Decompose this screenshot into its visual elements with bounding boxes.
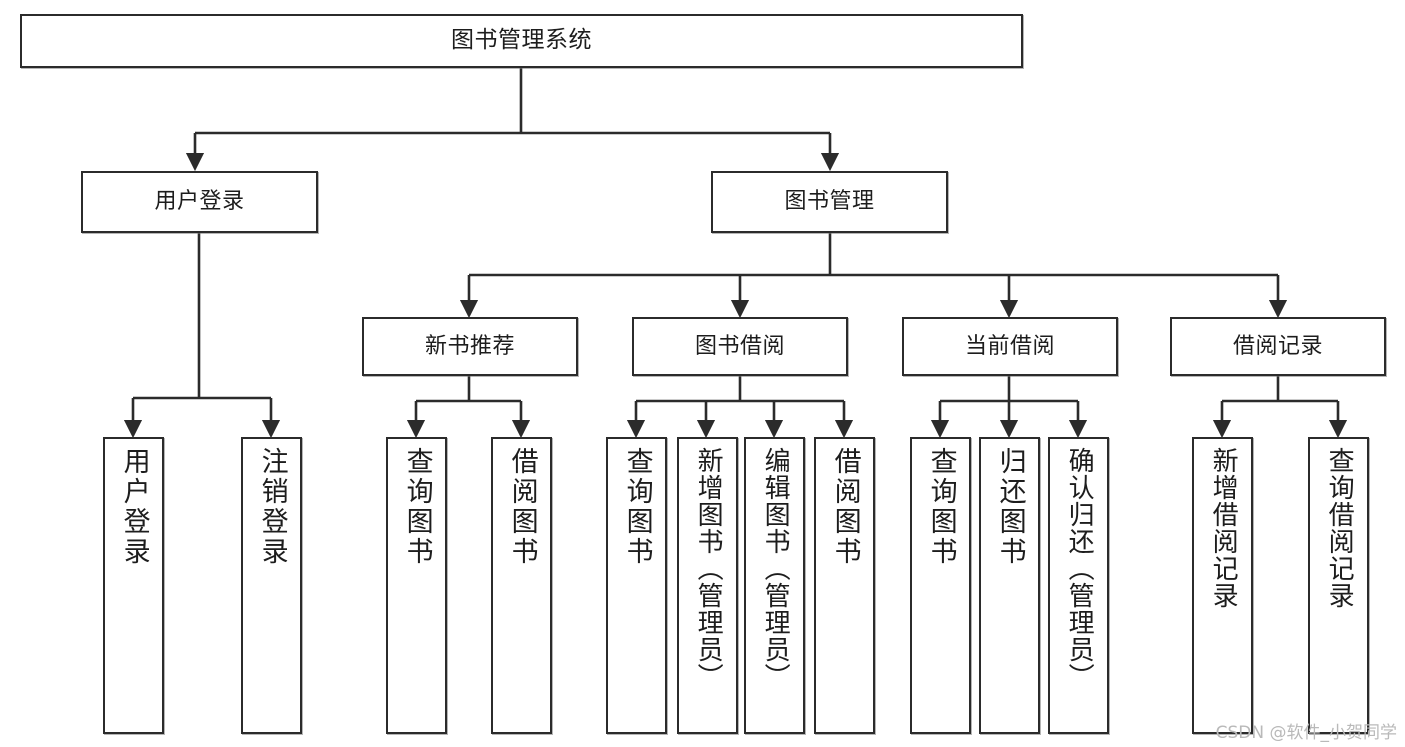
node-leaf-query-borrow-record-label: 查询借阅记录 bbox=[1324, 447, 1355, 609]
node-leaf-newbook-borrow-book-label: 借阅图书 bbox=[506, 447, 538, 567]
node-leaf-borrow-query-book[interactable]: 查询图书 bbox=[606, 437, 667, 734]
node-leaf-confirm-return-admin-label: 确认归还（管理员） bbox=[1064, 447, 1095, 690]
node-new-book-recommend[interactable]: 新书推荐 bbox=[362, 317, 578, 376]
node-leaf-newbook-query-book[interactable]: 查询图书 bbox=[386, 437, 447, 734]
node-leaf-query-borrow-record[interactable]: 查询借阅记录 bbox=[1308, 437, 1369, 734]
node-leaf-borrow-query-book-label: 查询图书 bbox=[621, 447, 653, 567]
node-leaf-newbook-borrow-book[interactable]: 借阅图书 bbox=[491, 437, 552, 734]
node-leaf-user-login[interactable]: 用户登录 bbox=[103, 437, 164, 734]
node-root[interactable]: 图书管理系统 bbox=[20, 14, 1023, 68]
node-leaf-add-borrow-record-label: 新增借阅记录 bbox=[1208, 447, 1239, 609]
node-leaf-user-login-label: 用户登录 bbox=[118, 447, 150, 567]
node-current-borrow-label: 当前借阅 bbox=[964, 333, 1055, 359]
node-leaf-add-book-admin-label: 新增图书（管理员） bbox=[693, 447, 724, 690]
node-leaf-borrow-book-label: 借阅图书 bbox=[829, 447, 861, 567]
node-leaf-add-book-admin[interactable]: 新增图书（管理员） bbox=[677, 437, 738, 734]
node-borrow-record-label: 借阅记录 bbox=[1232, 333, 1323, 359]
node-leaf-add-borrow-record[interactable]: 新增借阅记录 bbox=[1192, 437, 1253, 734]
node-borrow-record[interactable]: 借阅记录 bbox=[1170, 317, 1386, 376]
node-leaf-logout[interactable]: 注销登录 bbox=[241, 437, 302, 734]
node-leaf-confirm-return-admin[interactable]: 确认归还（管理员） bbox=[1048, 437, 1109, 734]
node-leaf-return-book-label: 归还图书 bbox=[994, 447, 1026, 567]
node-book-management-label: 图书管理 bbox=[784, 189, 875, 215]
node-leaf-current-query-book-label: 查询图书 bbox=[925, 447, 957, 567]
csdn-watermark: CSDN @软件_小贺同学 bbox=[1215, 723, 1397, 743]
node-user-login-label: 用户登录 bbox=[154, 189, 245, 215]
node-leaf-edit-book-admin[interactable]: 编辑图书（管理员） bbox=[744, 437, 805, 734]
node-leaf-current-query-book[interactable]: 查询图书 bbox=[910, 437, 971, 734]
node-leaf-return-book[interactable]: 归还图书 bbox=[979, 437, 1040, 734]
node-leaf-logout-label: 注销登录 bbox=[256, 447, 288, 567]
node-leaf-borrow-book[interactable]: 借阅图书 bbox=[814, 437, 875, 734]
node-new-book-recommend-label: 新书推荐 bbox=[424, 333, 515, 359]
node-current-borrow[interactable]: 当前借阅 bbox=[902, 317, 1118, 376]
node-book-borrow[interactable]: 图书借阅 bbox=[632, 317, 848, 376]
node-leaf-newbook-query-book-label: 查询图书 bbox=[401, 447, 433, 567]
node-user-login[interactable]: 用户登录 bbox=[81, 171, 318, 233]
node-root-label: 图书管理系统 bbox=[451, 27, 592, 54]
node-book-management[interactable]: 图书管理 bbox=[711, 171, 948, 233]
node-leaf-edit-book-admin-label: 编辑图书（管理员） bbox=[760, 447, 791, 690]
node-book-borrow-label: 图书借阅 bbox=[694, 333, 785, 359]
